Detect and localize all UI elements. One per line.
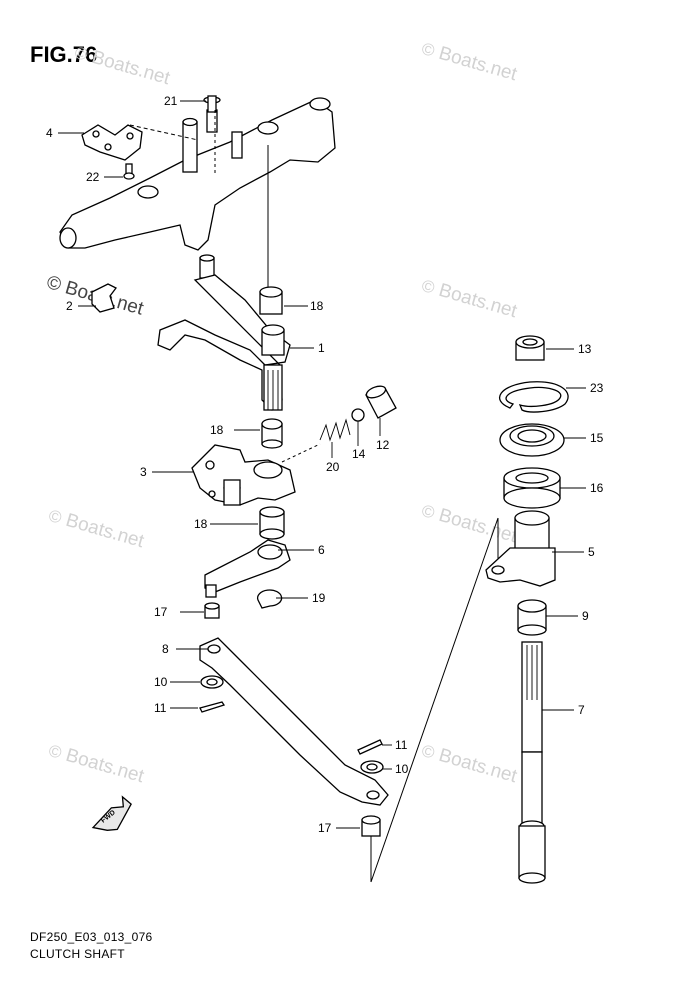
seal-part-16 [503,467,561,509]
callout-4: 4 [46,126,53,140]
callouts: 21 4 22 2 18 1 12 14 20 18 3 18 6 19 17 … [46,94,604,835]
callout-19: 19 [312,591,326,605]
callout-16: 16 [590,481,604,495]
bracket-assembly [59,95,336,251]
bushing-part-18-lower [259,506,285,540]
callout-20: 20 [326,460,340,474]
link-rod-part-8 [199,637,389,806]
cam-block-part-3 [191,443,321,506]
callout-10-upper: 10 [154,675,168,689]
callout-18-middle: 18 [210,423,224,437]
callout-15: 15 [590,431,604,445]
callout-12: 12 [376,438,390,452]
bushing-part-18-middle [261,418,283,449]
plug-part-13 [515,335,545,361]
callout-14: 14 [352,447,366,461]
callout-6: 6 [318,543,325,557]
callout-11-upper: 11 [154,701,167,715]
callout-1: 1 [318,341,325,355]
callout-23: 23 [590,381,604,395]
callout-10-lower: 10 [395,762,409,776]
ball-part-14 [351,408,365,422]
callout-5: 5 [588,545,595,559]
bushing-part-18-upper [259,286,283,315]
callout-8: 8 [162,642,169,656]
callout-18-upper: 18 [310,299,324,313]
callout-3: 3 [140,465,147,479]
diagram-caption: CLUTCH SHAFT [30,947,125,961]
callout-21: 21 [164,94,178,108]
washer-part-17-lower [361,815,381,837]
leader-lines [58,100,586,829]
cotter-pin-part-11-lower [357,739,383,755]
callout-17-lower: 17 [318,821,332,835]
washer-part-10-lower-hole [366,763,378,771]
sleeve-part-12 [365,385,397,419]
e-ring-part-19 [256,589,283,609]
callout-2: 2 [66,299,73,313]
washer-part-17-upper [204,602,220,619]
callout-22: 22 [86,170,100,184]
callout-11-lower: 11 [395,738,408,752]
figure-title: FIG.76 [30,42,98,67]
clip-part-2 [91,283,117,313]
screw-part-22 [123,163,135,180]
diagram-code: DF250_E03_013_076 [30,930,153,944]
callout-7: 7 [578,703,585,717]
plate-part-4 [81,124,143,161]
circlip-part-23 [498,381,569,413]
spring-part-20 [319,418,351,442]
clutch-shaft-part-7 [518,641,546,884]
fwd-arrow-icon: FWD [91,795,132,831]
washer-part-10-upper-hole [206,678,218,686]
collar-part-9 [517,599,547,636]
arm-part-6 [204,539,291,598]
callout-17-upper: 17 [154,605,168,619]
bearing-part-15 [499,423,565,457]
lever-part-1 [157,254,291,411]
callout-18-lower: 18 [194,517,208,531]
callout-9: 9 [582,609,589,623]
housing-part-5 [485,510,556,587]
callout-13: 13 [578,342,592,356]
cotter-pin-part-11-upper [199,701,226,713]
